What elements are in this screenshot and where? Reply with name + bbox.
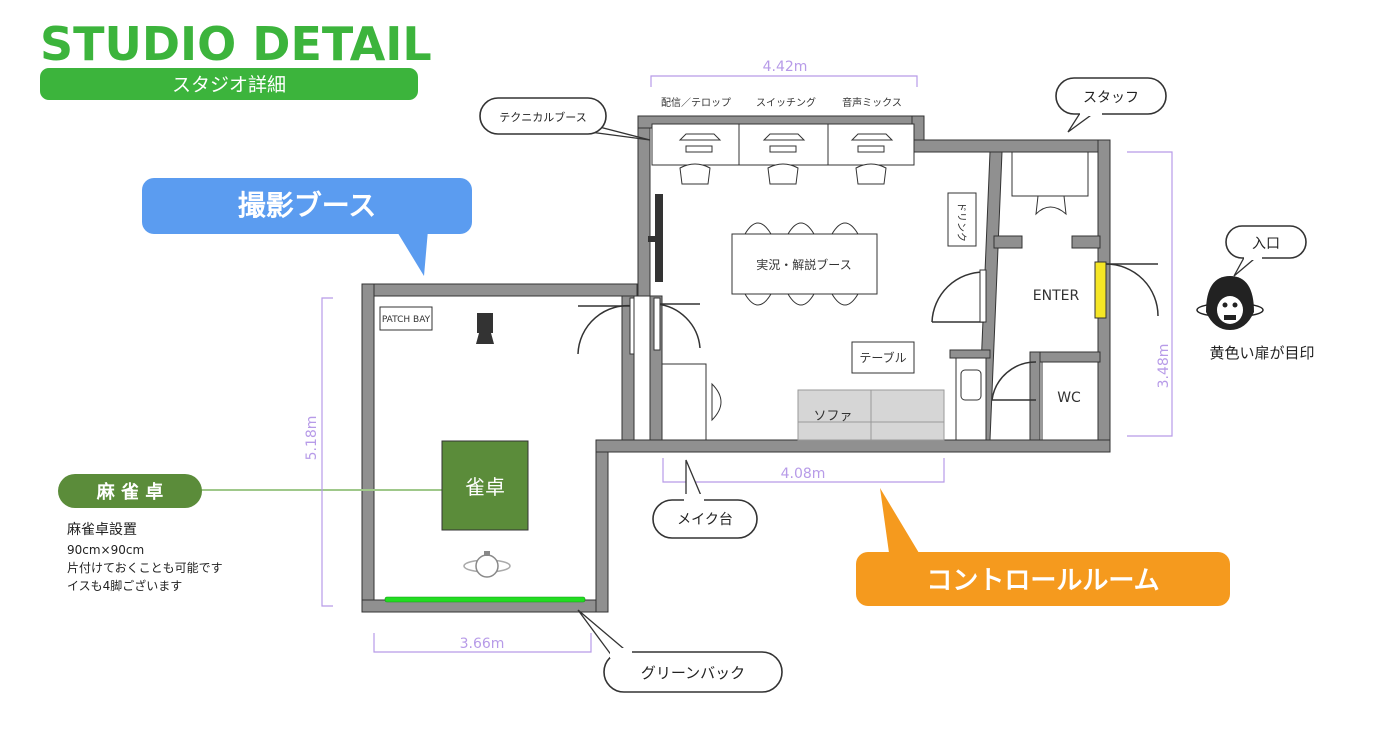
wc-door-swing xyxy=(991,361,1037,401)
mahjong-table-label: 雀卓 xyxy=(465,475,505,499)
table-label: テーブル xyxy=(859,350,906,365)
mahjong-pill: 麻 雀 卓 xyxy=(58,474,202,508)
dim-booth-width: 3.66m xyxy=(460,636,505,652)
camera-stand-icon xyxy=(463,551,511,578)
technical-booth-callout: テクニカルブース xyxy=(479,97,651,141)
sofa-label: ソファ xyxy=(813,409,852,424)
green-back-callout-text: グリーンバック xyxy=(641,664,745,682)
dim-top-width: 4.42m xyxy=(763,59,808,75)
shooting-booth-label: 撮影ブース xyxy=(142,178,472,276)
monitor-icon xyxy=(762,133,806,153)
staff-desk xyxy=(1011,151,1089,197)
patch-bay-label: PATCH BAY xyxy=(382,315,431,325)
makeup-desk-callout: メイク台 xyxy=(652,459,758,539)
technical-booth-desks xyxy=(651,123,915,166)
chair-icon xyxy=(855,163,887,185)
mahjong-info-line: 片付けておくことも可能です xyxy=(67,561,223,575)
commentary-chairs xyxy=(744,222,859,306)
patch-bay-box xyxy=(379,306,433,331)
entrance-callout: 入口 xyxy=(1225,225,1307,277)
sink-icon xyxy=(960,369,982,401)
mascot-icon xyxy=(1196,276,1264,330)
shooting-booth-label-text: 撮影ブース xyxy=(238,189,377,222)
enter-label: ENTER xyxy=(1033,288,1080,304)
entrance-door-swing xyxy=(1105,263,1159,317)
camera-icon xyxy=(476,313,494,344)
commentary-table xyxy=(731,233,878,295)
mahjong-info-heading: 麻雀卓設置 xyxy=(67,522,137,538)
makeup-desk xyxy=(661,363,707,441)
inner-door xyxy=(931,269,987,323)
technical-booth-callout-text: テクニカルブース xyxy=(499,110,586,124)
control-room-door xyxy=(653,297,701,351)
chair-icon xyxy=(1035,195,1067,216)
commentary-booth-label: 実況・解説ブース xyxy=(756,257,851,272)
staff-callout: スタッフ xyxy=(1055,77,1167,133)
dim-right-height: 3.48m xyxy=(1156,344,1172,389)
dim-booth-height: 5.18m xyxy=(304,416,320,461)
mahjong-pill-text: 麻 雀 卓 xyxy=(96,481,164,503)
dimension-lines xyxy=(321,75,1173,653)
green-back xyxy=(384,596,586,603)
wc-label: WC xyxy=(1057,390,1081,406)
tech-station-label: 配信／テロップ xyxy=(661,97,731,109)
page-subtitle: スタジオ詳細 xyxy=(172,74,286,96)
yellow-entrance-door xyxy=(1094,261,1107,319)
makeup-desk-callout-text: メイク台 xyxy=(677,512,733,528)
mahjong-info-line: イスも4脚ございます xyxy=(67,578,182,593)
dim-control-width: 4.08m xyxy=(781,466,826,482)
control-room-label-text: コントロールルーム xyxy=(926,566,1159,596)
wall-monitor xyxy=(655,194,663,282)
side-table xyxy=(851,341,915,374)
tech-station-label: 音声ミックス xyxy=(842,96,902,109)
tech-station-label: スイッチング xyxy=(756,96,816,109)
staff-callout-text: スタッフ xyxy=(1083,90,1139,106)
chair-icon xyxy=(711,382,722,422)
chair-icon xyxy=(767,163,799,185)
green-back-callout: グリーンバック xyxy=(577,609,783,693)
chair-icon xyxy=(679,163,711,185)
booth-door xyxy=(577,297,635,355)
mahjong-info-line: 90cm×90cm xyxy=(67,543,144,557)
entrance-note: 黄色い扉が目印 xyxy=(1209,344,1314,362)
wc-room xyxy=(1041,361,1099,441)
entrance-callout-text: 入口 xyxy=(1252,236,1280,252)
page-title: STUDIO DETAIL xyxy=(40,17,432,71)
control-room-label: コントロールルーム xyxy=(856,488,1230,606)
drink-shelf xyxy=(947,192,977,247)
shooting-booth-walls xyxy=(361,283,638,613)
monitor-icon xyxy=(850,133,894,153)
mahjong-table xyxy=(441,440,529,531)
drink-label: ドリンク xyxy=(955,202,967,242)
subtitle-bar xyxy=(40,68,418,100)
monitor-icon xyxy=(678,133,722,153)
